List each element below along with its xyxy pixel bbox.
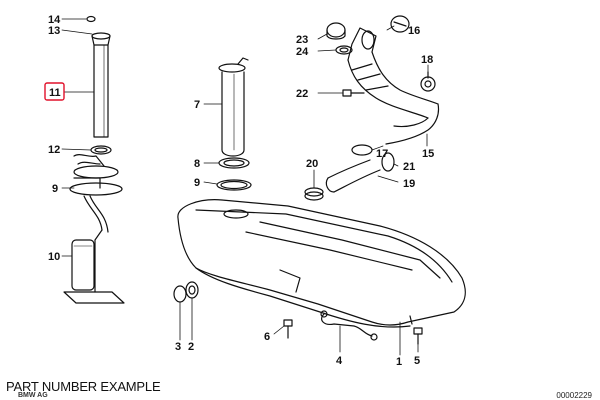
callout-5: 5 [414, 355, 420, 367]
callout-8: 8 [194, 158, 200, 170]
leader-lines [61, 18, 429, 356]
washer-2 [185, 281, 199, 299]
callout-18: 18 [421, 54, 433, 66]
callout-21: 21 [403, 161, 415, 173]
callout-14: 14 [48, 14, 61, 26]
callout-15: 15 [422, 148, 434, 160]
gasket-24 [335, 45, 353, 55]
cap-16 [390, 15, 410, 33]
line-4 [320, 310, 378, 341]
highlight-box-11 [44, 82, 65, 101]
callout-1: 1 [396, 356, 402, 368]
callout-9-mid: 9 [194, 177, 200, 189]
fuel-tank [177, 199, 466, 328]
gasket-ring-12 [90, 145, 112, 155]
callout-7: 7 [194, 99, 200, 111]
callout-16: 16 [408, 25, 420, 37]
callout-2: 2 [188, 341, 194, 353]
drain-plug-3 [173, 285, 187, 303]
clamp-21 [381, 152, 395, 172]
callout-12: 12 [48, 144, 60, 156]
callout-22: 22 [296, 88, 308, 100]
callout-3: 3 [175, 341, 181, 353]
seal-ring-9 [216, 179, 252, 191]
bolt-22 [342, 89, 365, 97]
filler-neck-hose [347, 27, 440, 145]
hose-19 [325, 159, 381, 193]
seal-ring-8 [218, 157, 250, 169]
callout-13: 13 [48, 25, 60, 37]
callout-20: 20 [306, 158, 318, 170]
callout-24: 24 [296, 46, 309, 58]
callout-19: 19 [403, 178, 415, 190]
callout-11: 11 [49, 87, 61, 99]
callout-23: 23 [296, 34, 308, 46]
callout-9-left: 9 [52, 183, 58, 195]
filler-cap-23 [326, 22, 346, 40]
grommet-18 [420, 71, 436, 92]
drawing-code: 00002229 [556, 391, 592, 400]
callout-17: 17 [376, 148, 388, 160]
callout-6: 6 [264, 331, 270, 343]
clamp-20 [304, 187, 324, 201]
callout-10: 10 [48, 251, 60, 263]
fuel-pump-assembly [63, 153, 125, 304]
bolt-6 [283, 319, 293, 339]
sending-unit-tube [86, 15, 111, 138]
bmw-logo: BMW AG [18, 392, 48, 399]
callout-labels: 14 13 11 12 9 10 7 8 9 3 2 6 4 1 5 23 24… [48, 14, 434, 368]
bolt-5 [413, 327, 423, 345]
filter-tube-7 [218, 57, 249, 157]
hose-clamp-17 [351, 144, 373, 156]
caption: PART NUMBER EXAMPLE [6, 379, 161, 394]
callout-4: 4 [336, 355, 343, 367]
